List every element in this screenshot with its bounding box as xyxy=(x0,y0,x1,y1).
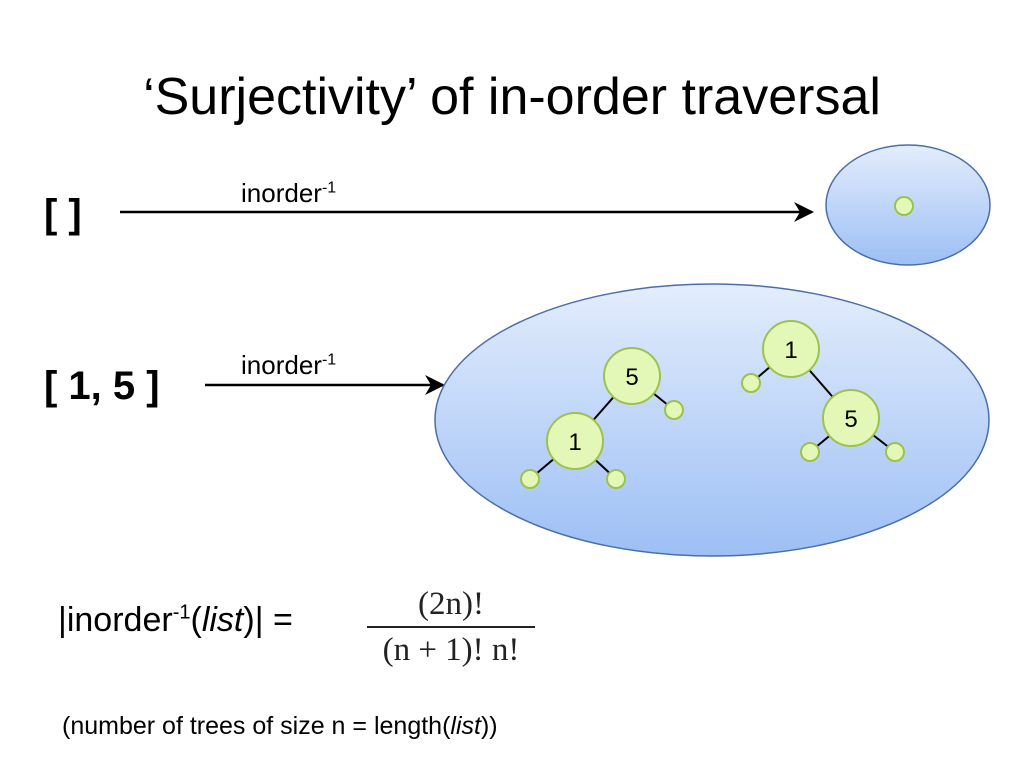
tree-node xyxy=(546,412,604,470)
tree-leaf xyxy=(520,469,540,489)
left-tree: 5 1 xyxy=(520,347,684,489)
formula-bar-close: | xyxy=(254,601,264,639)
caption-prefix: (number of trees of size n = length( xyxy=(62,712,451,740)
slide-title: ‘Surjectivity’ of in-order traversal xyxy=(143,68,881,126)
empty-tree-leaf xyxy=(894,196,914,216)
fraction-bar xyxy=(367,626,535,628)
map-fn-name: inorder xyxy=(241,178,322,208)
formula-paren-close: ) xyxy=(243,601,255,639)
node-label: 1 xyxy=(784,337,797,364)
node-label: 1 xyxy=(568,429,581,456)
caption-suffix: )) xyxy=(480,712,498,740)
formula-paren-open: ( xyxy=(190,601,202,639)
fraction-denominator: (n + 1)! n! xyxy=(382,632,520,668)
inorder-inverse-label-bottom: inorder-1 xyxy=(241,350,336,380)
formula-superscript: -1 xyxy=(172,601,191,624)
formula-arg: list xyxy=(201,601,244,639)
map-fn-superscript: -1 xyxy=(321,179,337,197)
formula-bar-open: | xyxy=(58,601,67,639)
tree-leaf xyxy=(741,373,761,393)
fraction-numerator: (2n)! xyxy=(418,586,484,622)
node-label: 5 xyxy=(844,406,857,433)
tree-node xyxy=(822,389,880,447)
formula-equals: = xyxy=(263,601,303,639)
caption: (number of trees of size n = length(list… xyxy=(62,710,498,742)
tree-node xyxy=(603,347,661,405)
tree-leaf xyxy=(885,442,905,462)
formula-fn: inorder xyxy=(66,601,173,639)
caption-italic: list xyxy=(450,712,481,740)
map-fn-name: inorder xyxy=(241,350,322,380)
formula-fraction: (2n)! (n + 1)! n! xyxy=(365,582,537,672)
right-tree: 1 5 xyxy=(741,320,905,462)
tree-node xyxy=(762,320,820,378)
tree-leaf xyxy=(664,400,684,420)
two-node-tree-set-blob xyxy=(434,283,990,557)
map-fn-superscript: -1 xyxy=(321,351,337,369)
inorder-inverse-label-top: inorder-1 xyxy=(241,178,336,208)
formula-lhs: |inorder-1(list)| = xyxy=(58,600,302,640)
list-1-5-label: [ 1, 5 ] xyxy=(44,364,160,408)
tree-leaf xyxy=(800,442,820,462)
tree-leaf xyxy=(606,469,626,489)
empty-list-label: [ ] xyxy=(44,192,82,236)
node-label: 5 xyxy=(625,364,638,391)
